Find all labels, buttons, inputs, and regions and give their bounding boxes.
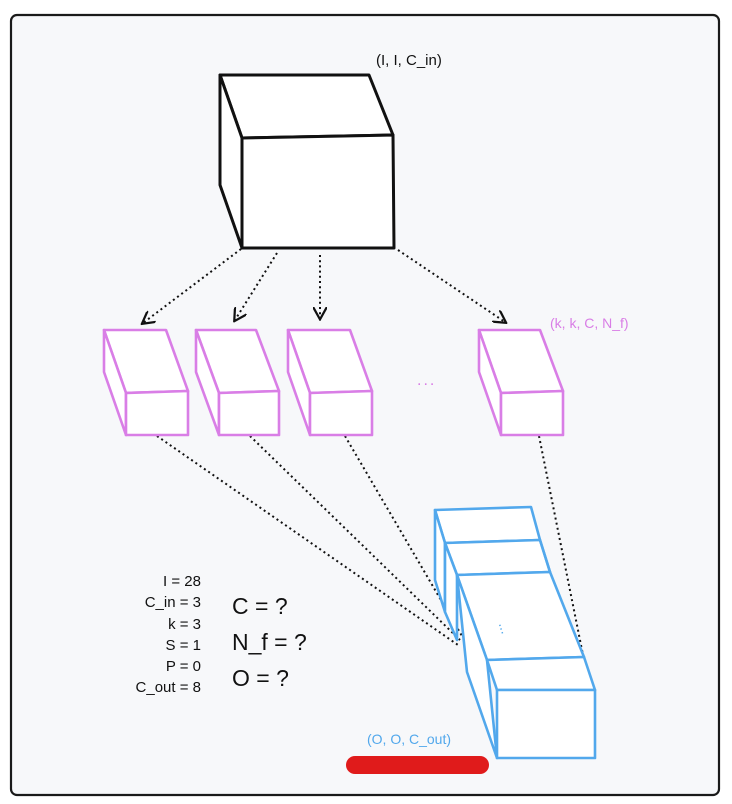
param-k: k = 3 xyxy=(168,615,201,633)
param-p: P = 0 xyxy=(165,658,201,676)
param-i: I = 28 xyxy=(163,573,201,590)
question-o: O = ? xyxy=(232,665,289,691)
filter-shape-label: (k, k, C, N_f) xyxy=(550,315,629,331)
redaction-bar xyxy=(346,756,489,774)
input-to-filter-arrows xyxy=(143,248,505,323)
question-n-f: N_f = ? xyxy=(232,629,307,655)
question-list: C = ? N_f = ? O = ? xyxy=(232,588,307,696)
param-s: S = 1 xyxy=(165,636,201,654)
filter-cuboid-1 xyxy=(102,328,190,437)
filter-cuboid-n xyxy=(477,328,565,437)
param-c-out: C_out = 8 xyxy=(135,679,201,697)
question-c: C = ? xyxy=(232,593,288,619)
parameter-list: I = 28 C_in = 3 k = 3 S = 1 P = 0 C_out … xyxy=(100,571,201,699)
filters-ellipsis: ... xyxy=(417,372,437,389)
input-cube xyxy=(218,73,396,250)
filter-cuboid-3 xyxy=(286,328,374,437)
param-c-in: C_in = 3 xyxy=(144,594,201,612)
input-shape-label: (I, I, C_in) xyxy=(376,52,442,69)
output-shape-label: (O, O, C_out) xyxy=(367,731,452,747)
output-stack xyxy=(433,505,597,760)
filter-cuboid-2 xyxy=(194,328,281,437)
